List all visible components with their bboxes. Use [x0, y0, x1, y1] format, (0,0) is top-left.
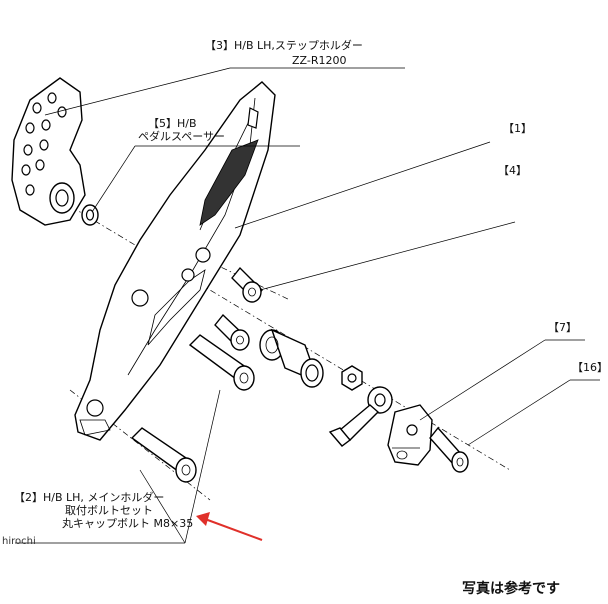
cap-bolts-m8x35 — [130, 313, 255, 483]
clevis — [387, 404, 433, 466]
label-part3-line1: 【3】H/B LH,ステップホルダー — [205, 39, 363, 52]
leader-lines — [15, 67, 600, 544]
collar-bushing — [259, 328, 324, 388]
label-part5-line1: 【5】H/B — [148, 117, 197, 130]
label-part7: 【7】 — [548, 321, 577, 334]
label-part3-line2: ZZ-R1200 — [292, 54, 347, 67]
rod-end-joint — [328, 386, 393, 447]
label-part1: 【1】 — [503, 122, 532, 135]
hex-nut — [341, 365, 363, 391]
pedal-spacer — [81, 204, 99, 226]
watermark: hirochi — [2, 536, 36, 547]
label-part5-line2: ペダルスペーサー — [138, 130, 226, 143]
label-part2-line3: 丸キャップボルト M8×35 — [62, 517, 194, 530]
reference-photo-note: 写真は参考です — [462, 581, 560, 597]
label-part16: 【16】 — [572, 361, 608, 374]
main-holder-plate — [74, 81, 276, 441]
red-arrow — [196, 512, 263, 541]
small-bolt — [429, 426, 469, 473]
step-holder — [11, 77, 86, 226]
cap-bolt-upper — [231, 266, 263, 303]
label-part2-line1: 【2】H/B LH, メインホルダー — [14, 491, 165, 504]
label-part4: 【4】 — [498, 164, 527, 177]
label-part2-line2: 取付ボルトセット — [65, 504, 153, 517]
